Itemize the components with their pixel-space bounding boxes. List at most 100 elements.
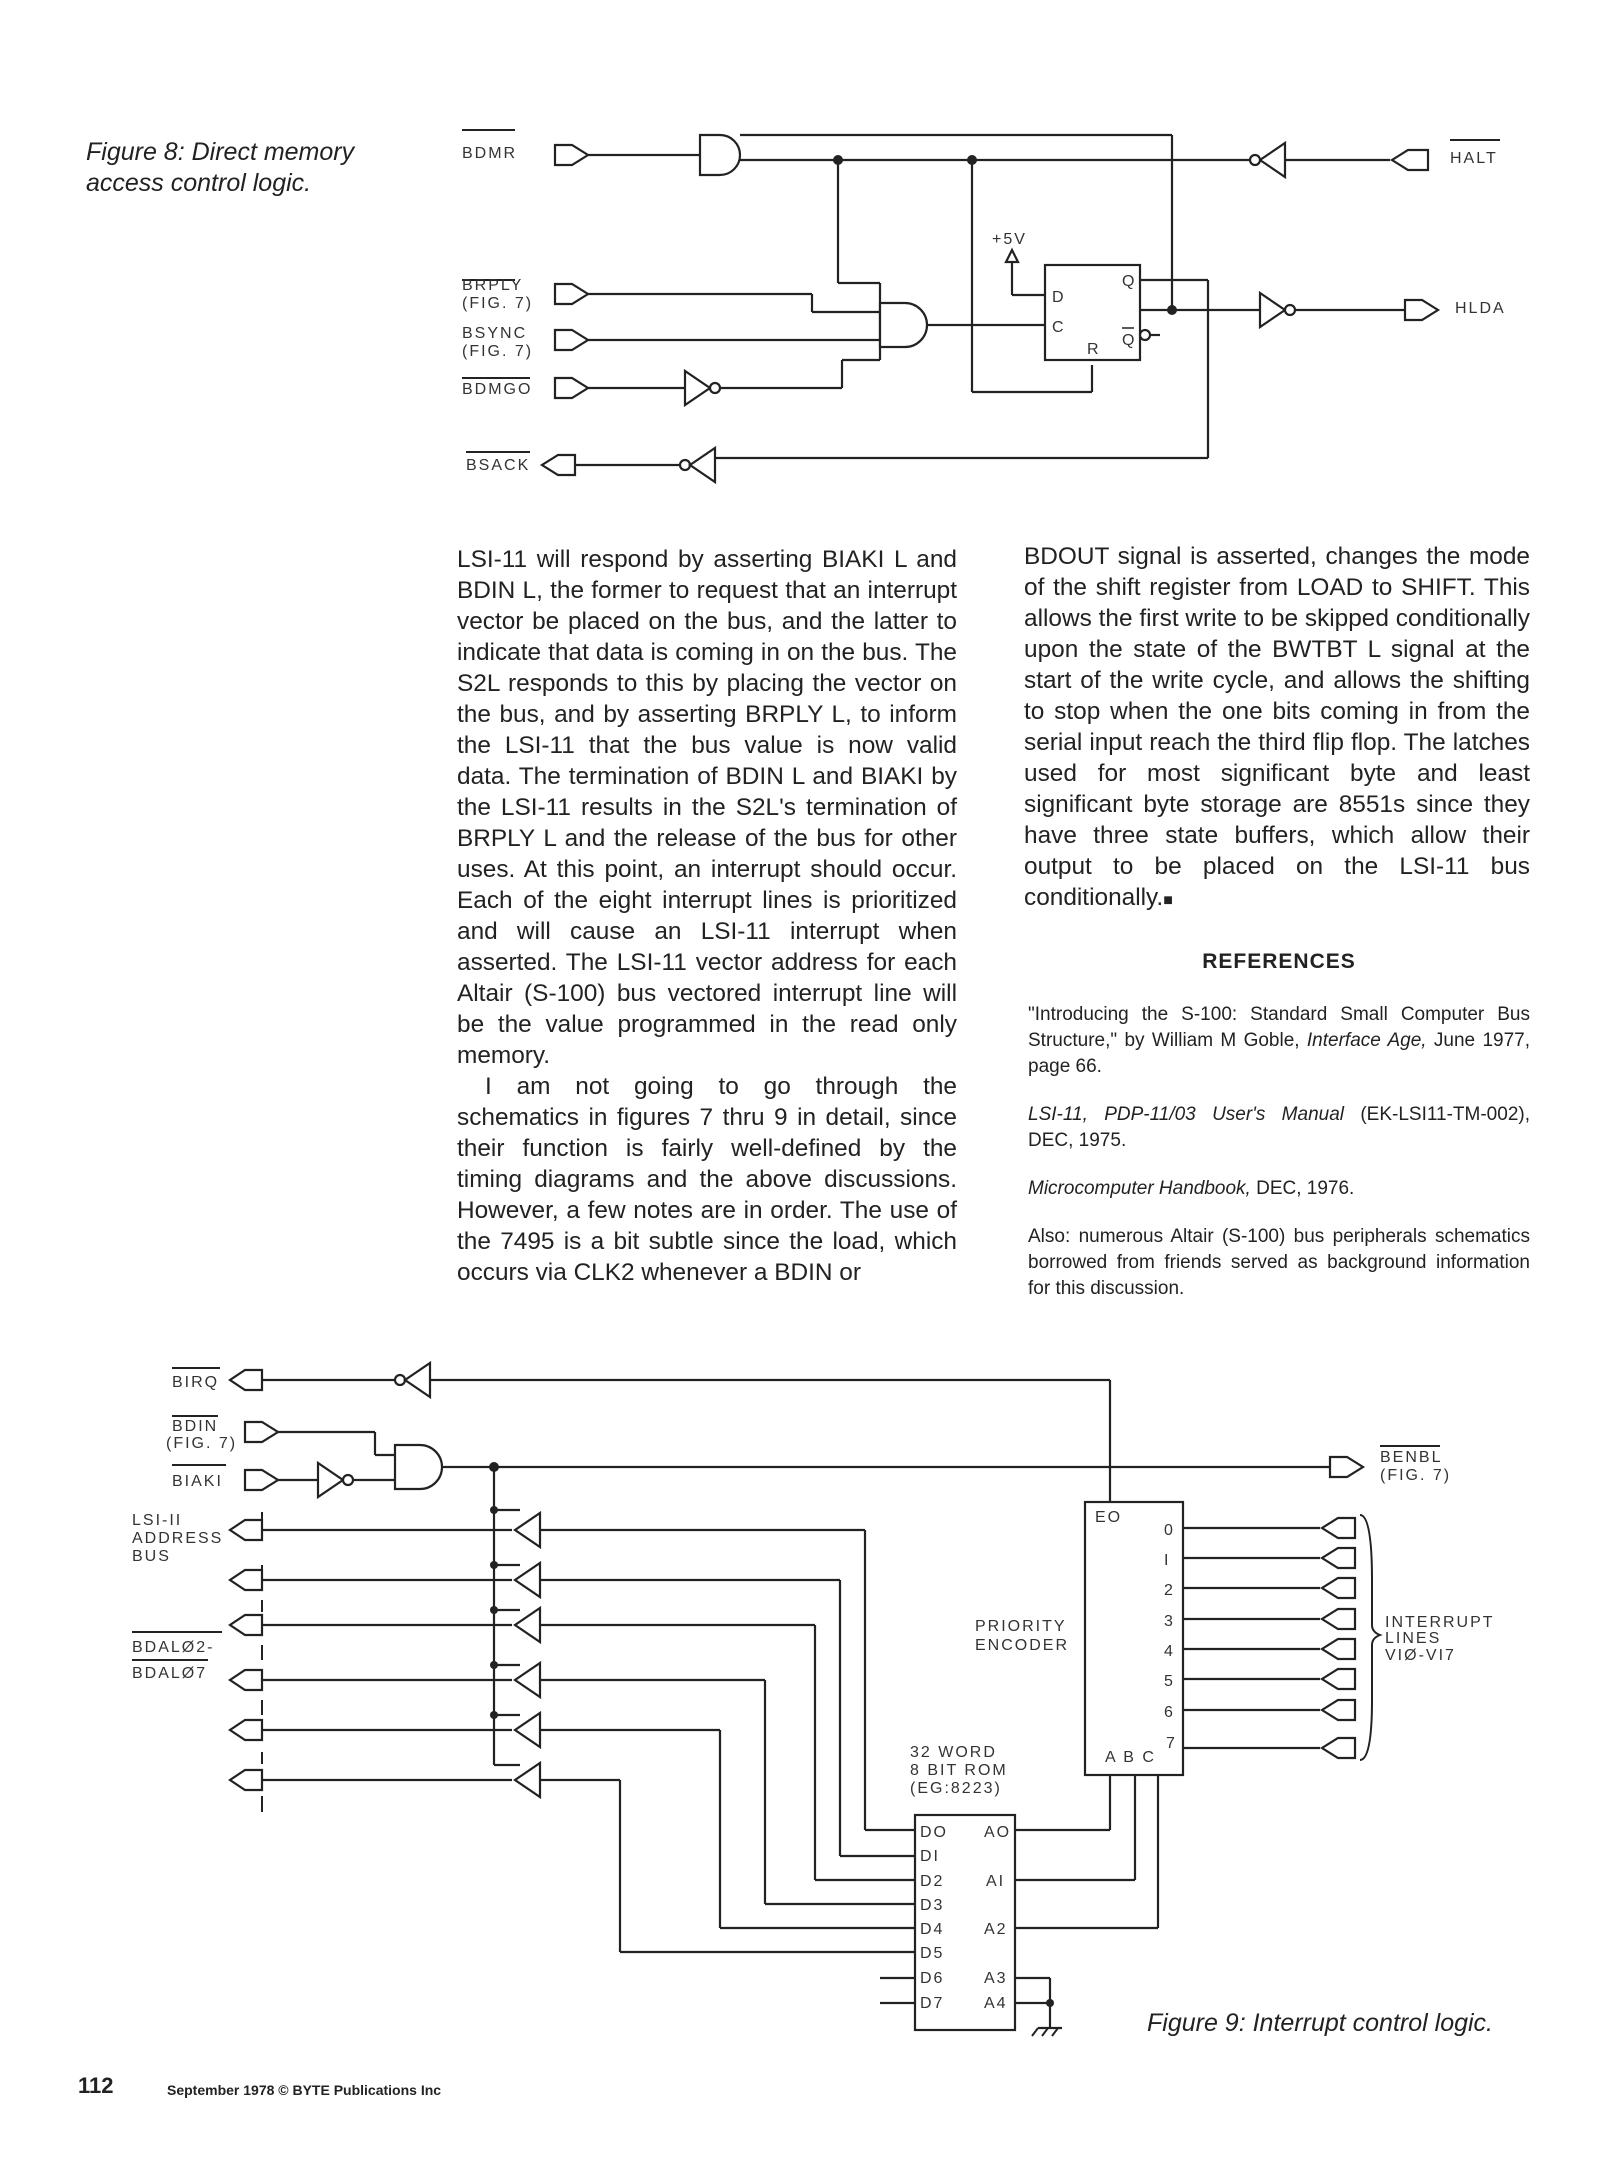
reference-1: "Introducing the S-100: Standard Small C…: [1028, 1004, 1530, 1077]
bdmgo-label: BDMGO: [462, 381, 532, 398]
reference-2: LSI-11, PDP-11/03 User's Manual (EK-LSI1…: [1028, 1104, 1530, 1151]
bsync-connector: [553, 328, 591, 352]
article-paragraph-text: BDOUT signal is asserted, changes the mo…: [1024, 543, 1530, 911]
bdmr-label: BDMR: [462, 145, 517, 162]
interrupt-label-2: LINES: [1385, 1630, 1441, 1647]
rom-label-2: 8 BIT ROM: [910, 1762, 1008, 1779]
hlda-connector: [1403, 298, 1441, 322]
bdmr-connector: [553, 143, 591, 167]
vcc-arrow: [1004, 247, 1020, 264]
svg-text:A4: A4: [984, 1995, 1008, 2012]
flip-flop: [1043, 263, 1142, 362]
svg-text:5: 5: [1164, 1673, 1175, 1690]
svg-text:7: 7: [1166, 1735, 1177, 1752]
svg-text:6: 6: [1164, 1704, 1175, 1721]
end-mark: ■: [1163, 892, 1173, 909]
svg-text:4: 4: [1164, 1643, 1175, 1660]
figure-9-schematic: BIRQ BDIN (FIG. 7) BIAKI BENBL (FIG. 7) …: [132, 1360, 1493, 2037]
article-paragraph: BDOUT signal is asserted, changes the mo…: [1024, 541, 1530, 916]
ff-c-label: C: [1052, 319, 1066, 336]
bdal-label-2: BDALØ7: [132, 1665, 207, 1682]
svg-text:D5: D5: [920, 1945, 944, 1962]
references-section: REFERENCES "Introducing the S-100: Stand…: [1028, 950, 1530, 1324]
plus5v-label: +5V: [992, 231, 1027, 248]
hlda-label: HLDA: [1455, 300, 1506, 317]
priority-label-2: ENCODER: [975, 1637, 1069, 1654]
bus-driver-row: [228, 1506, 867, 1830]
ff-q-label: Q: [1122, 273, 1136, 290]
svg-text:DI: DI: [920, 1848, 940, 1865]
figure-8-caption-line1: Figure 8: Direct memory: [86, 138, 355, 166]
interrupt-label-3: VIØ-VI7: [1385, 1647, 1456, 1664]
ff-d-label: D: [1052, 289, 1066, 306]
reference-3: Microcomputer Handbook, DEC, 1976.: [1028, 1178, 1355, 1199]
halt-label: HALT: [1450, 150, 1498, 167]
bus-driver-row: [228, 1560, 842, 1856]
svg-text:3: 3: [1164, 1613, 1175, 1630]
svg-text:DO: DO: [920, 1824, 948, 1841]
bus-driver-row: [228, 1695, 622, 1952]
figure-8-caption: Figure 8: Direct memory access control l…: [86, 137, 426, 199]
benbl-label: BENBL: [1380, 1449, 1442, 1466]
figure-9-caption: Figure 9: Interrupt control logic.: [1147, 2009, 1493, 2037]
rom-box: [913, 1813, 1017, 2032]
svg-text:D7: D7: [920, 1995, 944, 2012]
benbl-ref: (FIG. 7): [1380, 1467, 1451, 1484]
bdin-connector: [243, 1420, 281, 1444]
svg-text:D4: D4: [920, 1921, 944, 1938]
birq-connector: [228, 1368, 264, 1392]
biaki-connector: [243, 1468, 281, 1492]
article-paragraph: I am not going to go through the schemat…: [457, 1073, 957, 1286]
svg-text:D3: D3: [920, 1897, 944, 1914]
biaki-inverter: [316, 1460, 345, 1500]
bsack-label: BSACK: [466, 457, 530, 474]
figure-8-caption-line2: access control logic.: [86, 169, 312, 197]
priority-label-1: PRIORITY: [975, 1618, 1067, 1635]
and-gate-biaki: [393, 1443, 444, 1491]
article-column-1: LSI-11 will respond by asserting BIAKI L…: [457, 544, 957, 1288]
svg-text:A2: A2: [984, 1921, 1008, 1938]
eo-label: EO: [1095, 1509, 1122, 1526]
bdmgo-inverter: [683, 368, 712, 408]
birq-label: BIRQ: [172, 1374, 219, 1391]
rom-label-1: 32 WORD: [910, 1744, 997, 1761]
and-gate-bdmr: [698, 133, 742, 177]
interrupt-inputs: [1183, 1516, 1357, 1760]
bsack-connector: [539, 453, 577, 477]
brply-connector: [553, 282, 591, 306]
bsync-label: BSYNC: [462, 325, 527, 342]
bus-driver-row: [228, 1710, 722, 1928]
svg-text:I: I: [1164, 1552, 1170, 1569]
rom-label-3: (EG:8223): [910, 1780, 1002, 1797]
article-column-2: BDOUT signal is asserted, changes the mo…: [1024, 541, 1530, 916]
figure-8-schematic: BDMR HALT BRPLY (FIG. 7) BSYNC (FIG. 7) …: [462, 129, 1506, 485]
bsync-ref: (FIG. 7): [462, 343, 533, 360]
lsi-label-3: BUS: [132, 1548, 171, 1565]
reference-4: Also: numerous Altair (S-100) bus periph…: [1028, 1226, 1530, 1299]
bdal-label-1: BDALØ2-: [132, 1639, 214, 1656]
svg-text:AI: AI: [986, 1873, 1005, 1890]
halt-connector: [1389, 148, 1430, 172]
bdin-ref: (FIG. 7): [166, 1435, 237, 1452]
svg-text:D2: D2: [920, 1873, 944, 1890]
benbl-connector: [1328, 1455, 1366, 1479]
lsi-label-2: ADDRESS: [132, 1530, 223, 1547]
halt-inverter: [1258, 140, 1287, 180]
hlda-inverter: [1258, 290, 1287, 330]
ff-qbar-label: Q: [1122, 332, 1136, 349]
junction: [1167, 305, 1177, 315]
lsi-label-1: LSI-II: [132, 1512, 182, 1529]
and-gate-4input: [878, 301, 929, 349]
page-number: 112: [78, 2073, 114, 2098]
references-title: REFERENCES: [1202, 950, 1356, 973]
ff-r-label: R: [1087, 341, 1101, 358]
brply-label: BRPLY: [462, 277, 523, 294]
bdmgo-connector: [553, 376, 591, 400]
bdin-label: BDIN: [172, 1418, 218, 1435]
encoder-abc-label: A B C: [1105, 1749, 1156, 1766]
svg-text:AO: AO: [984, 1824, 1011, 1841]
svg-text:A3: A3: [984, 1970, 1008, 1987]
footer-text: September 1978 © BYTE Publications Inc: [167, 2082, 442, 2098]
brply-ref: (FIG. 7): [462, 295, 533, 312]
svg-text:0: 0: [1164, 1522, 1175, 1539]
